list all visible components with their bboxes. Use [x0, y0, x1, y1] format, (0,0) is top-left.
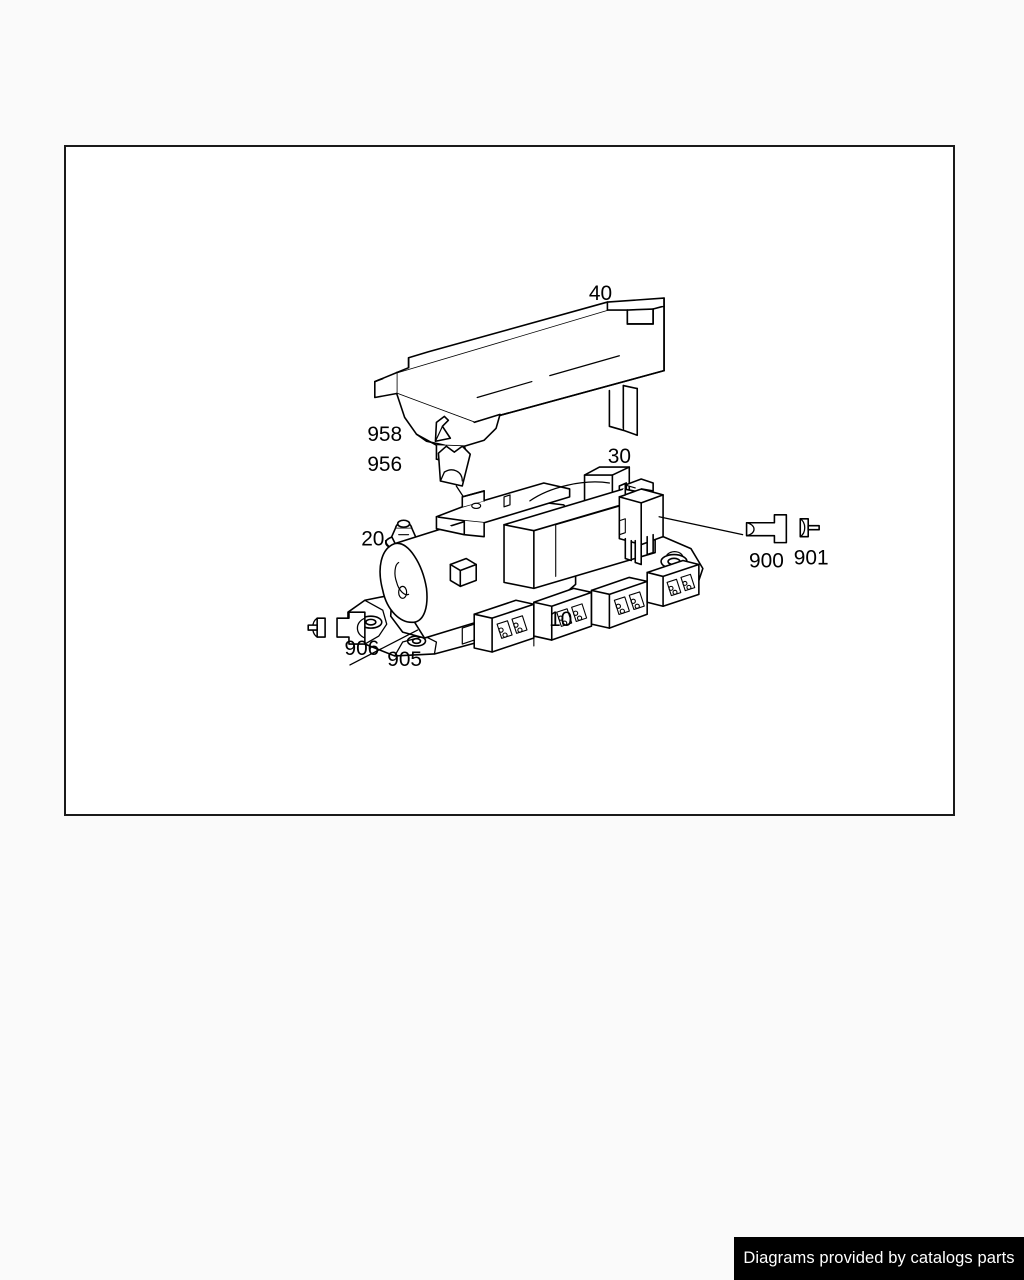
part-10-fuse-relay-box-assembly	[347, 478, 704, 657]
part-900-connector-housing	[745, 513, 788, 544]
watermark-banner: Diagrams provided by catalogs parts	[734, 1237, 1024, 1280]
part-956-connector-housing	[437, 445, 472, 487]
callout-label-905: 905	[387, 648, 422, 671]
callout-label-20: 20	[361, 528, 384, 551]
callout-label-30: 30	[608, 445, 631, 468]
leader-line-905	[349, 629, 419, 666]
leader-line-900	[658, 516, 744, 536]
callout-label-958: 958	[367, 423, 402, 446]
callout-label-40: 40	[589, 282, 612, 305]
watermark-text: Diagrams provided by catalogs parts	[743, 1249, 1015, 1267]
diagram-frame: 40 958 956 30 20 900 901 10 906 905	[64, 145, 955, 816]
parts-drawing: 40 958 956 30 20 900 901 10 906 905	[307, 282, 829, 671]
callout-label-906: 906	[344, 637, 379, 660]
part-901-terminal-pin	[799, 517, 820, 538]
callout-label-900: 900	[749, 549, 784, 572]
part-40-cover	[374, 297, 665, 464]
callout-label-901: 901	[794, 546, 829, 569]
callout-label-10: 10	[549, 608, 572, 631]
part-906-terminal-pin	[307, 617, 326, 638]
callout-label-956: 956	[367, 453, 402, 476]
part-958-terminal-pin	[434, 415, 452, 443]
part-905-connector-housing	[336, 611, 366, 645]
